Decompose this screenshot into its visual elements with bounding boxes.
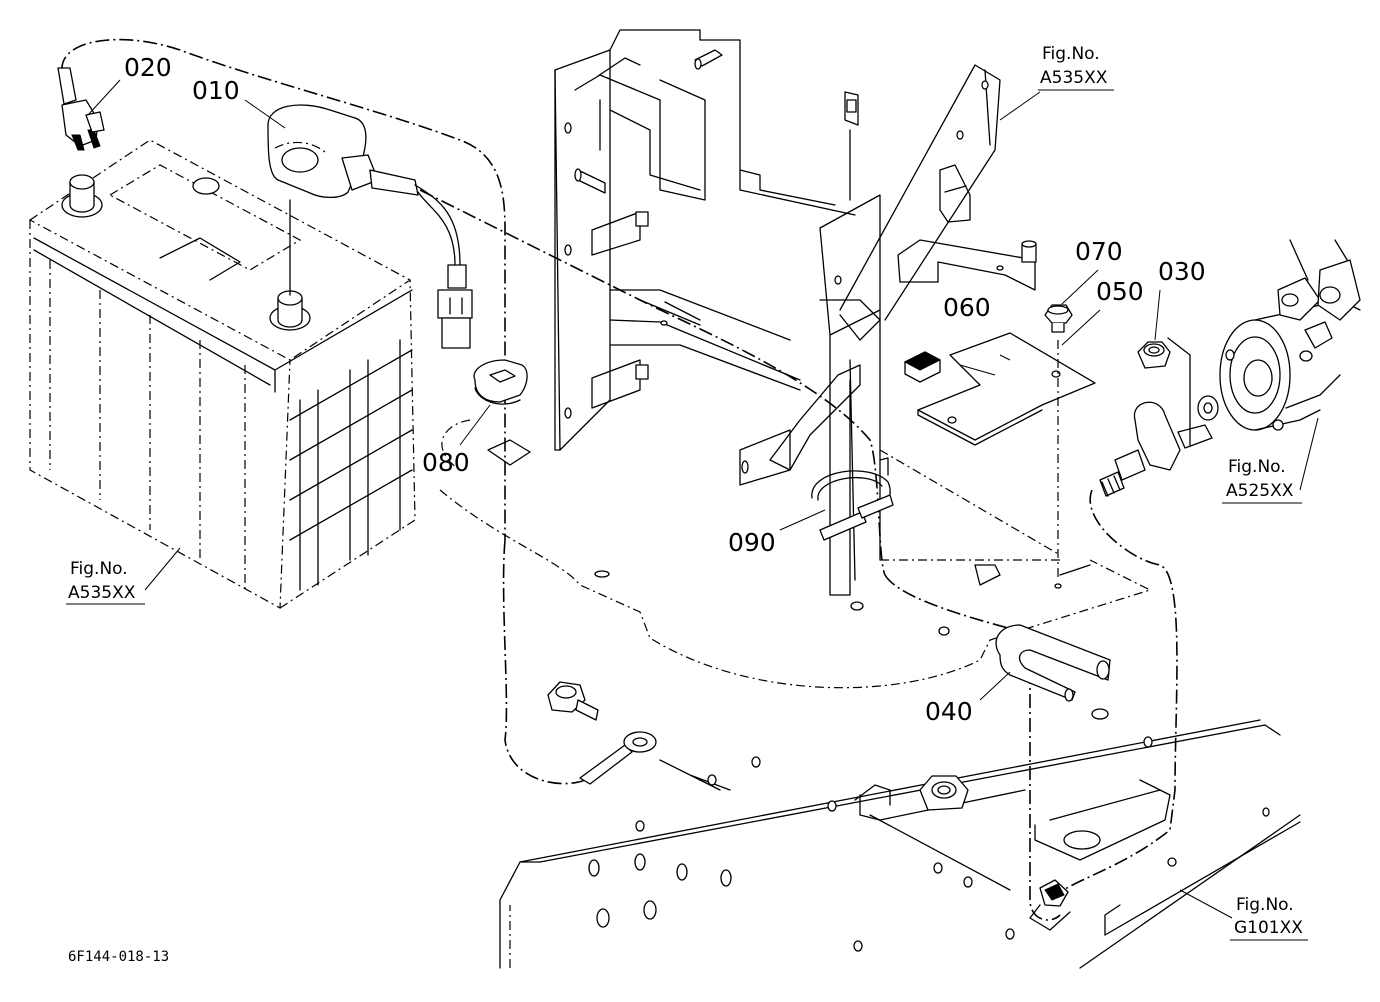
- leader-lines: [87, 79, 1319, 919]
- drawing-code: 6F144-018-13: [68, 949, 169, 965]
- starter-terminal-connector: [1099, 337, 1219, 497]
- frame-nut: [919, 775, 969, 811]
- part-030-nut: [1137, 341, 1171, 369]
- figure-ref-starter: Fig.No. A525XX: [1222, 457, 1302, 504]
- callout-020: 020: [124, 53, 172, 82]
- fig-ref-label: Fig.No.: [1228, 457, 1286, 477]
- figure-ref-frame: Fig.No. G101XX: [1230, 895, 1308, 941]
- callout-070: 070: [1075, 237, 1123, 266]
- right-upright-bracket: [739, 64, 1061, 596]
- fig-ref-label: Fig.No.: [1236, 895, 1294, 915]
- bottom-clip: [1029, 879, 1071, 931]
- fig-ref-code: A535XX: [68, 583, 136, 603]
- callout-050: 050: [1096, 277, 1144, 306]
- part-010-cover: [267, 104, 473, 349]
- fig-ref-code: A525XX: [1226, 481, 1294, 501]
- battery-cable-harness: [61, 38, 1178, 921]
- part-090-cable-tie: [811, 457, 894, 541]
- starter-motor: [1219, 239, 1361, 431]
- callout-080: 080: [422, 448, 470, 477]
- lower-frame-rail: [499, 719, 1301, 969]
- fig-ref-label: Fig.No.: [1042, 44, 1100, 64]
- callout-030: 030: [1158, 257, 1206, 286]
- battery: [28, 139, 416, 609]
- part-080-grommet: [441, 359, 531, 471]
- frame-holes: [588, 708, 1270, 952]
- callout-060: 060: [943, 293, 991, 322]
- fig-ref-label: Fig.No.: [70, 559, 128, 579]
- callout-040: 040: [925, 697, 973, 726]
- figure-ref-top: Fig.No. A535XX: [1038, 44, 1114, 91]
- fig-ref-code: A535XX: [1040, 68, 1108, 88]
- mounting-plate: [439, 489, 1152, 689]
- ground-bolt-terminal: [547, 681, 657, 785]
- callout-010: 010: [192, 76, 240, 105]
- part-040-channel: [995, 624, 1111, 702]
- fig-ref-code: G101XX: [1234, 918, 1303, 938]
- center-upright-bracket: [554, 29, 856, 451]
- callout-090: 090: [728, 528, 776, 557]
- part-020-clamp: [57, 67, 105, 151]
- part-060-block: [903, 351, 942, 383]
- part-050-plate: [917, 332, 1096, 446]
- figure-ref-battery: Fig.No. A535XX: [66, 559, 145, 605]
- part-070-bolt: [1044, 304, 1073, 589]
- callout-labels: 010 020 030 040 050 060 070 080 090: [124, 53, 1206, 726]
